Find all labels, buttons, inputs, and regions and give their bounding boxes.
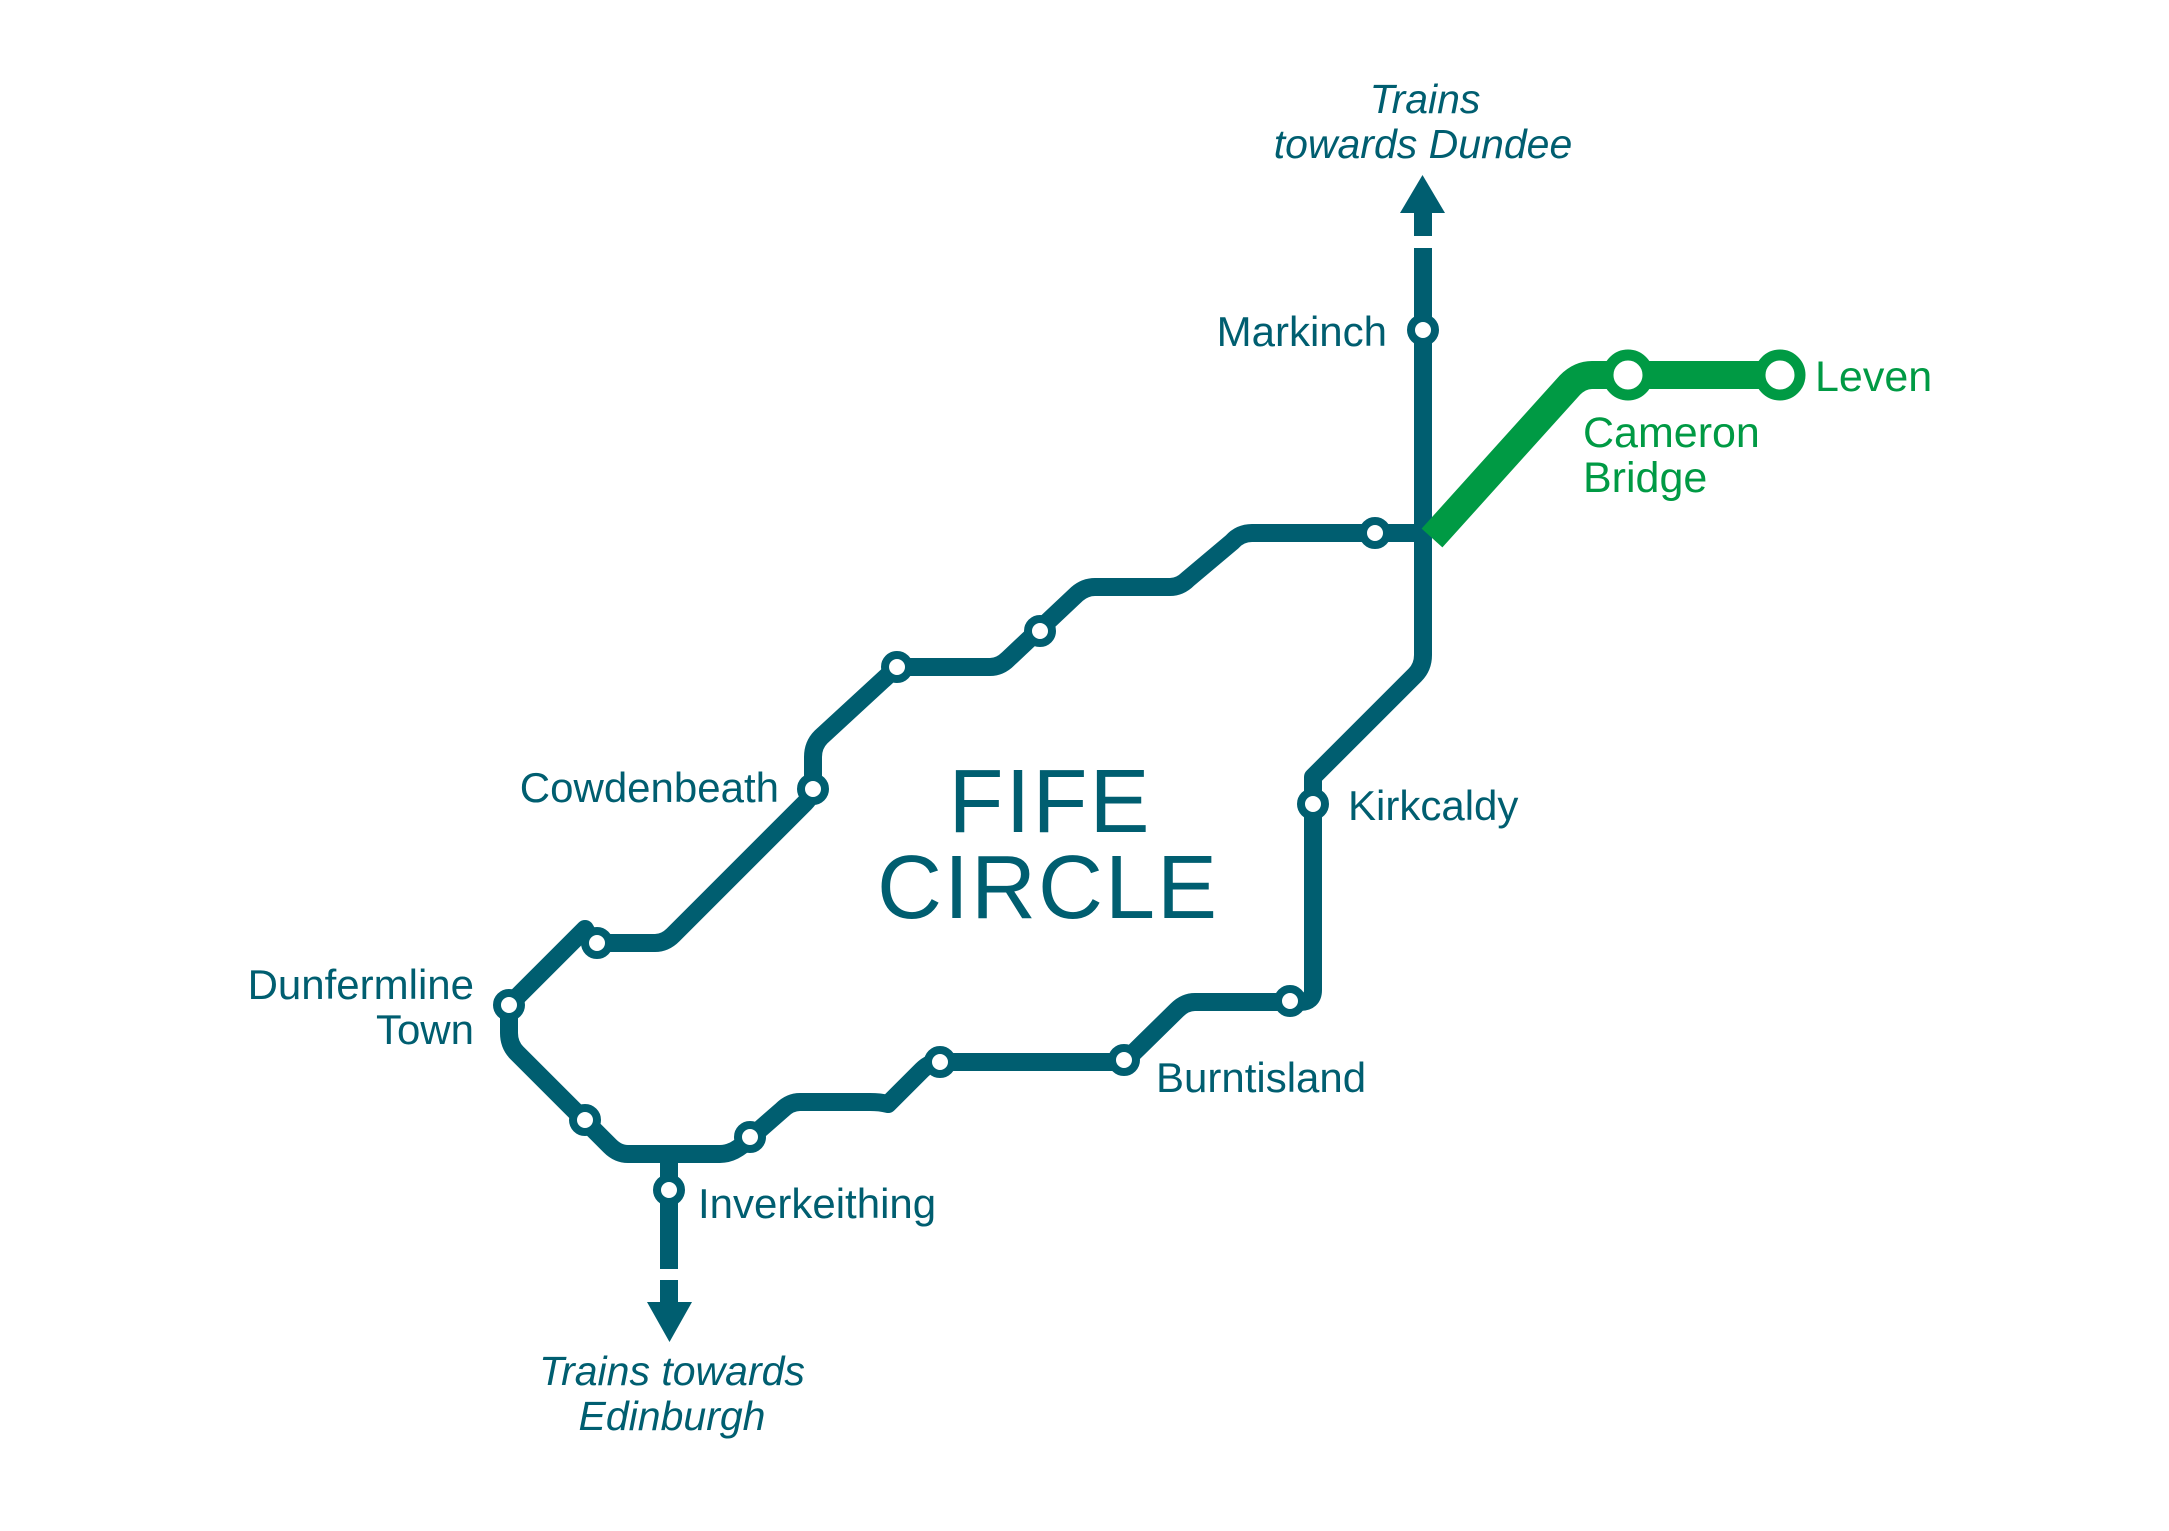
station-burntisland[interactable] [1108,1044,1140,1076]
station-dunfermline-town[interactable] [493,989,525,1021]
map-title-line2: CIRCLE [877,838,1219,938]
station-cameron-bridge[interactable] [1602,349,1654,401]
label-dunfermline-line2: Town [376,1006,474,1053]
station-markers [493,314,1439,1206]
station-unlabelled[interactable] [734,1121,766,1153]
label-inverkeithing: Inverkeithing [698,1180,936,1227]
south-destination-line2: Edinburgh [579,1393,766,1439]
station-kirkcaldy[interactable] [1297,788,1329,820]
station-unlabelled[interactable] [881,651,913,683]
leven-branch-line [1421,361,1780,548]
station-inverkeithing[interactable] [653,1174,685,1206]
label-cowdenbeath: Cowdenbeath [520,764,779,811]
label-leven: Leven [1815,353,1932,401]
station-unlabelled[interactable] [581,927,613,959]
station-unlabelled[interactable] [924,1046,956,1078]
label-kirkcaldy: Kirkcaldy [1348,782,1518,829]
station-unlabelled[interactable] [1024,615,1056,647]
label-cameron-bridge-line1: Cameron [1583,409,1760,457]
station-unlabelled[interactable] [1359,517,1391,549]
label-burntisland: Burntisland [1156,1054,1366,1101]
label-markinch: Markinch [1217,308,1387,355]
station-unlabelled[interactable] [1274,985,1306,1017]
arrow-up-icon [1400,175,1445,236]
south-destination-line1: Trains towards [539,1348,805,1394]
arrow-down-icon [647,1280,692,1342]
label-dunfermline-line1: Dunfermline [248,961,474,1008]
station-unlabelled[interactable] [569,1104,601,1136]
label-cameron-bridge-line2: Bridge [1583,454,1707,502]
north-destination-line1: Trains [1370,76,1481,122]
branch-station-markers [1602,349,1806,401]
map-title-line1: FIFE [949,752,1152,852]
station-markinch[interactable] [1407,314,1439,346]
station-leven[interactable] [1754,349,1806,401]
station-cowdenbeath[interactable] [797,773,829,805]
fife-circle-loop-line [500,248,1432,1163]
north-destination-line2: towards Dundee [1274,121,1573,167]
